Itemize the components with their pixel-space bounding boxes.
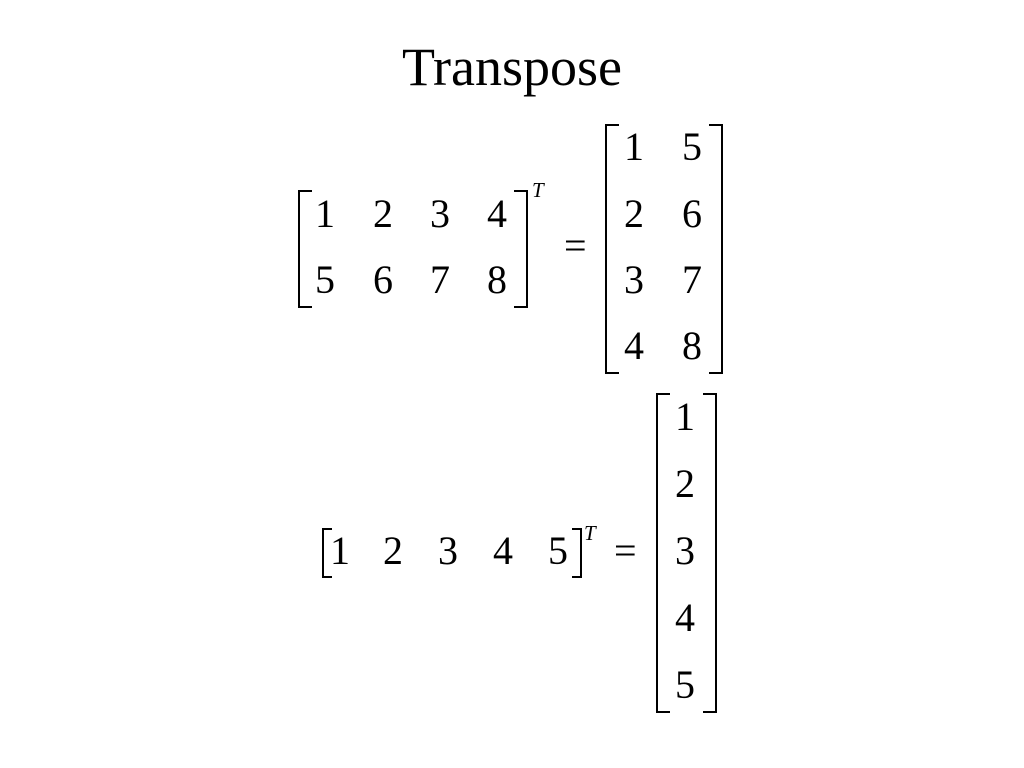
equals-sign: = [614, 528, 637, 573]
matrix-a-cell: 7 [430, 257, 450, 302]
row-vector-left-bracket [322, 528, 332, 578]
matrix-b-cell: 2 [624, 191, 644, 236]
matrix-b-cell: 7 [682, 257, 702, 302]
row-vector-cell: 1 [330, 528, 350, 573]
matrix-a-cell: 3 [430, 191, 450, 236]
column-vector-cell: 1 [675, 394, 695, 439]
matrix-a-cell: 1 [315, 191, 335, 236]
column-vector-cell: 4 [675, 595, 695, 640]
matrix-b-left-bracket [605, 124, 619, 374]
column-vector-cell: 3 [675, 528, 695, 573]
matrix-a-cell: 8 [487, 257, 507, 302]
slide-title: Transpose [401, 37, 623, 97]
row-vector-cell: 2 [383, 528, 403, 573]
matrix-b-cell: 5 [682, 124, 702, 169]
column-vector-right-bracket [703, 393, 717, 713]
matrix-b-cell: 8 [682, 323, 702, 368]
matrix-b-cell: 6 [682, 191, 702, 236]
matrix-a-transpose-symbol: T [532, 178, 544, 202]
column-vector-left-bracket [656, 393, 670, 713]
matrix-b-right-bracket [709, 124, 723, 374]
matrix-a-cell: 5 [315, 257, 335, 302]
equals-sign: = [564, 223, 587, 268]
row-vector-transpose-symbol: T [584, 521, 596, 545]
row-vector-cell: 4 [493, 528, 513, 573]
column-vector-cell: 5 [675, 662, 695, 707]
matrix-a-cell: 6 [373, 257, 393, 302]
matrix-b-cell: 1 [624, 124, 644, 169]
matrix-a-cell: 2 [373, 191, 393, 236]
matrix-a-cell: 4 [487, 191, 507, 236]
matrix-b-cell: 4 [624, 323, 644, 368]
matrix-a-left-bracket [298, 190, 312, 308]
row-vector-cell: 5 [548, 528, 568, 573]
matrix-b-cell: 3 [624, 257, 644, 302]
matrix-a-right-bracket [514, 190, 528, 308]
row-vector-right-bracket [572, 528, 582, 578]
column-vector-cell: 2 [675, 461, 695, 506]
row-vector-cell: 3 [438, 528, 458, 573]
